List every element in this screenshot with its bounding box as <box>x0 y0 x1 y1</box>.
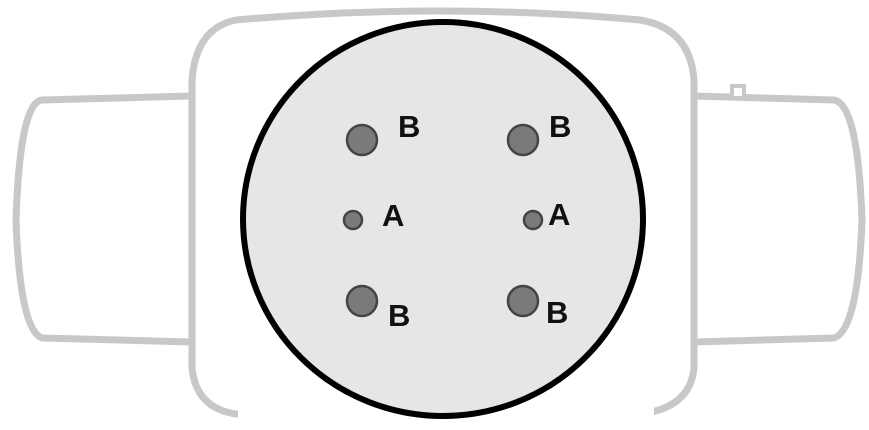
pin-b-top-right <box>508 125 538 155</box>
pin-a-mid-right <box>524 211 542 229</box>
pin-b-bottom-right <box>508 286 538 316</box>
pin-a-mid-left <box>344 211 362 229</box>
label-a-mid-left: A <box>382 198 404 233</box>
pin-b-bottom-left <box>347 286 377 316</box>
label-a-mid-right: A <box>548 197 570 232</box>
label-b-bottom-left: B <box>388 298 410 333</box>
label-b-top-left: B <box>398 109 420 144</box>
pin-b-top-left <box>347 125 377 155</box>
label-b-bottom-right: B <box>546 295 568 330</box>
housing-left-wing <box>16 96 192 342</box>
housing-right-wing <box>694 96 862 342</box>
housing-tab <box>732 86 744 98</box>
connector-face <box>243 22 643 416</box>
label-b-top-right: B <box>549 109 571 144</box>
